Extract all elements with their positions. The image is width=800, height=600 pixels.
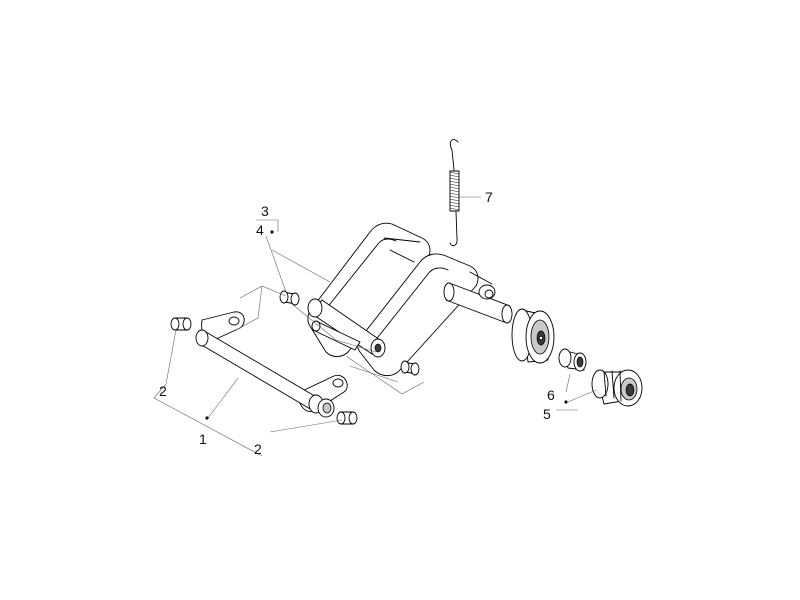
label-4-dot [270, 230, 274, 234]
cap-part [591, 369, 643, 407]
pivot-bushing-bottom [400, 360, 420, 376]
label-4: 4 [256, 222, 264, 238]
label-1: 1 [199, 431, 207, 447]
needle-bearing-bottom [336, 411, 358, 425]
pivot-link-part [195, 311, 348, 418]
pivot-bushing-top [279, 290, 300, 306]
roller-wheel [511, 308, 555, 364]
label-2-top: 2 [159, 383, 167, 399]
assembly-guide-lines [235, 285, 425, 395]
label-5-dot [564, 400, 568, 404]
bushing-part [558, 348, 587, 372]
label-1-dot [205, 416, 209, 420]
needle-bearing-top [170, 317, 192, 331]
label-7: 7 [485, 189, 493, 205]
label-5: 5 [543, 406, 551, 422]
label-6: 6 [547, 387, 555, 403]
spring-part [449, 139, 460, 247]
label-2-bottom: 2 [254, 441, 262, 457]
leader-lines [153, 196, 597, 457]
label-3: 3 [261, 203, 269, 219]
swing-arm-bracket [307, 222, 513, 377]
